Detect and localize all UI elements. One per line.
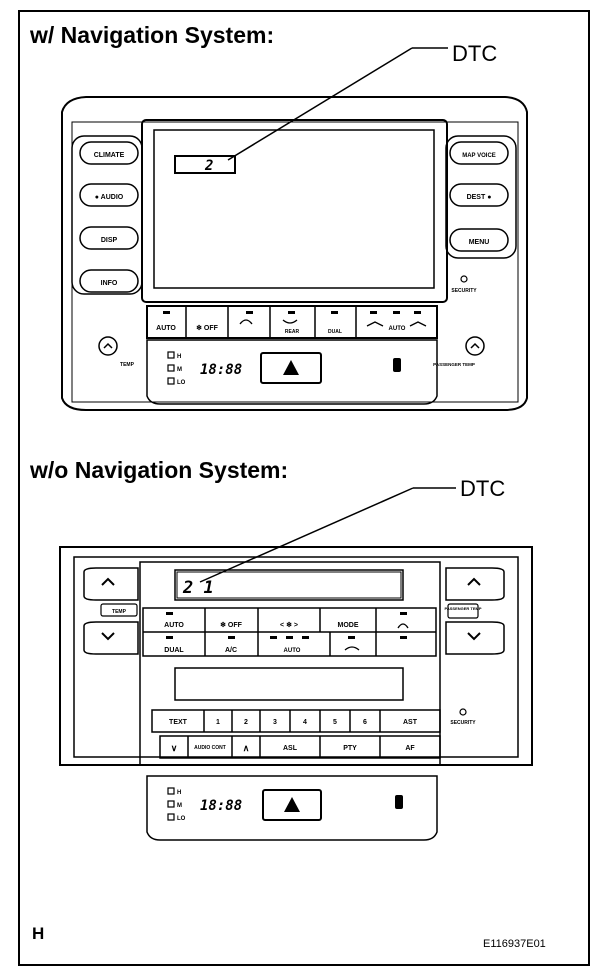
corner-letter: H	[32, 924, 45, 943]
nav-map-voice-label: MAP VOICE	[462, 153, 496, 159]
nav-climate-button[interactable]	[79, 141, 139, 165]
nav-security-label: SECURITY	[451, 288, 477, 294]
no-nav-fan-m: M	[177, 803, 182, 809]
no-nav-dtc-callout: DTC	[460, 476, 506, 501]
nav-info-label: INFO	[101, 280, 118, 287]
nav-heading: w/ Navigation System:	[30, 22, 275, 48]
no-nav-mode: MODE	[338, 622, 359, 629]
no-nav-off: ❄ OFF	[220, 621, 243, 629]
nav-callout-line	[227, 47, 413, 161]
no-nav-preset-1: 1	[216, 719, 220, 726]
nav-climate-label: CLIMATE	[94, 152, 125, 159]
nav-climate-rear: REAR	[285, 329, 300, 335]
nav-dtc-value: 2	[204, 158, 213, 174]
nav-climate-off: ❄ OFF	[196, 324, 219, 332]
nav-climate-auto-fan: AUTO	[389, 326, 406, 332]
no-nav-preset-3: 3	[273, 719, 277, 726]
nav-dtc-box	[174, 155, 236, 174]
no-nav-af: AF	[405, 745, 415, 752]
no-nav-temp-left-label-box	[100, 603, 138, 617]
nav-fan-lo: LO	[177, 380, 186, 386]
nav-disp-button[interactable]	[79, 226, 139, 250]
nav-security-led	[460, 275, 468, 283]
no-nav-tune-down: ∨	[171, 743, 178, 753]
no-nav-preset-6: 6	[363, 719, 367, 726]
nav-menu-button[interactable]	[449, 228, 509, 252]
nav-temp-left-knob[interactable]	[98, 336, 118, 356]
nav-climate-auto: AUTO	[156, 325, 176, 332]
nav-dtc-callout: DTC	[452, 41, 498, 66]
nav-map-voice-button[interactable]	[449, 141, 509, 165]
no-nav-security-label: SECURITY	[450, 720, 476, 726]
nav-clock: 18:88	[200, 362, 242, 378]
nav-temp-left-label: TEMP	[120, 362, 135, 368]
nav-dest-label: DEST ●	[467, 194, 492, 201]
nav-audio-label: ● AUDIO	[95, 194, 124, 201]
nav-temp-right-knob[interactable]	[465, 336, 485, 356]
no-nav-temp-right-label: PASSENGER TEMP	[444, 606, 481, 611]
no-nav-dtc-value: 2 1	[182, 578, 214, 598]
no-nav-preset-2: 2	[244, 719, 248, 726]
no-nav-clock: 18:88	[200, 798, 242, 814]
no-nav-auto: AUTO	[164, 622, 184, 629]
no-nav-security-led	[459, 708, 467, 716]
no-nav-preset-text: TEXT	[169, 719, 188, 726]
no-nav-fan-h: H	[177, 790, 181, 796]
nav-dest-button[interactable]	[449, 183, 509, 207]
nav-disp-label: DISP	[101, 237, 118, 244]
no-nav-preset-5: 5	[333, 719, 337, 726]
no-nav-hazard-button[interactable]	[262, 789, 322, 821]
no-nav-callout-line	[199, 487, 414, 583]
nav-fan-h: H	[177, 354, 181, 360]
no-nav-temp-up-left[interactable]	[83, 567, 139, 601]
no-nav-temp-down-left[interactable]	[83, 621, 139, 655]
nav-hazard-button[interactable]	[260, 352, 322, 384]
no-nav-asl: ASL	[283, 745, 298, 752]
no-nav-temp-down-right[interactable]	[445, 621, 505, 655]
nav-audio-button[interactable]	[79, 183, 139, 207]
no-nav-auto-fan: AUTO	[284, 648, 301, 654]
no-nav-dual: DUAL	[164, 647, 184, 654]
figure-frame	[18, 10, 590, 966]
no-nav-preset-4: 4	[303, 719, 307, 726]
figure-id: E116937E01	[483, 938, 546, 950]
nav-temp-right-label: PASSENGER TEMP	[433, 362, 475, 367]
nav-seat-icon	[393, 358, 401, 372]
no-nav-preset-ast: AST	[403, 719, 418, 726]
no-nav-pty: PTY	[343, 745, 357, 752]
no-nav-audio-cont: AUDIO CONT	[194, 745, 226, 751]
no-nav-tune-up: ∧	[243, 743, 250, 753]
nav-climate-dual: DUAL	[328, 329, 342, 335]
no-nav-fan-speed: < ❄ >	[280, 621, 298, 629]
nav-fan-m: M	[177, 367, 182, 373]
no-nav-seat-icon	[395, 795, 403, 809]
no-nav-temp-left-label: TEMP	[112, 609, 127, 615]
no-nav-ac: A/C	[225, 647, 237, 654]
nav-panel	[61, 47, 528, 411]
no-nav-temp-up-right[interactable]	[445, 567, 505, 601]
no-nav-panel	[59, 487, 533, 841]
nav-info-button[interactable]	[79, 269, 139, 293]
no-nav-fan-lo: LO	[177, 816, 186, 822]
no-nav-heading: w/o Navigation System:	[30, 457, 289, 483]
nav-menu-label: MENU	[469, 239, 490, 246]
